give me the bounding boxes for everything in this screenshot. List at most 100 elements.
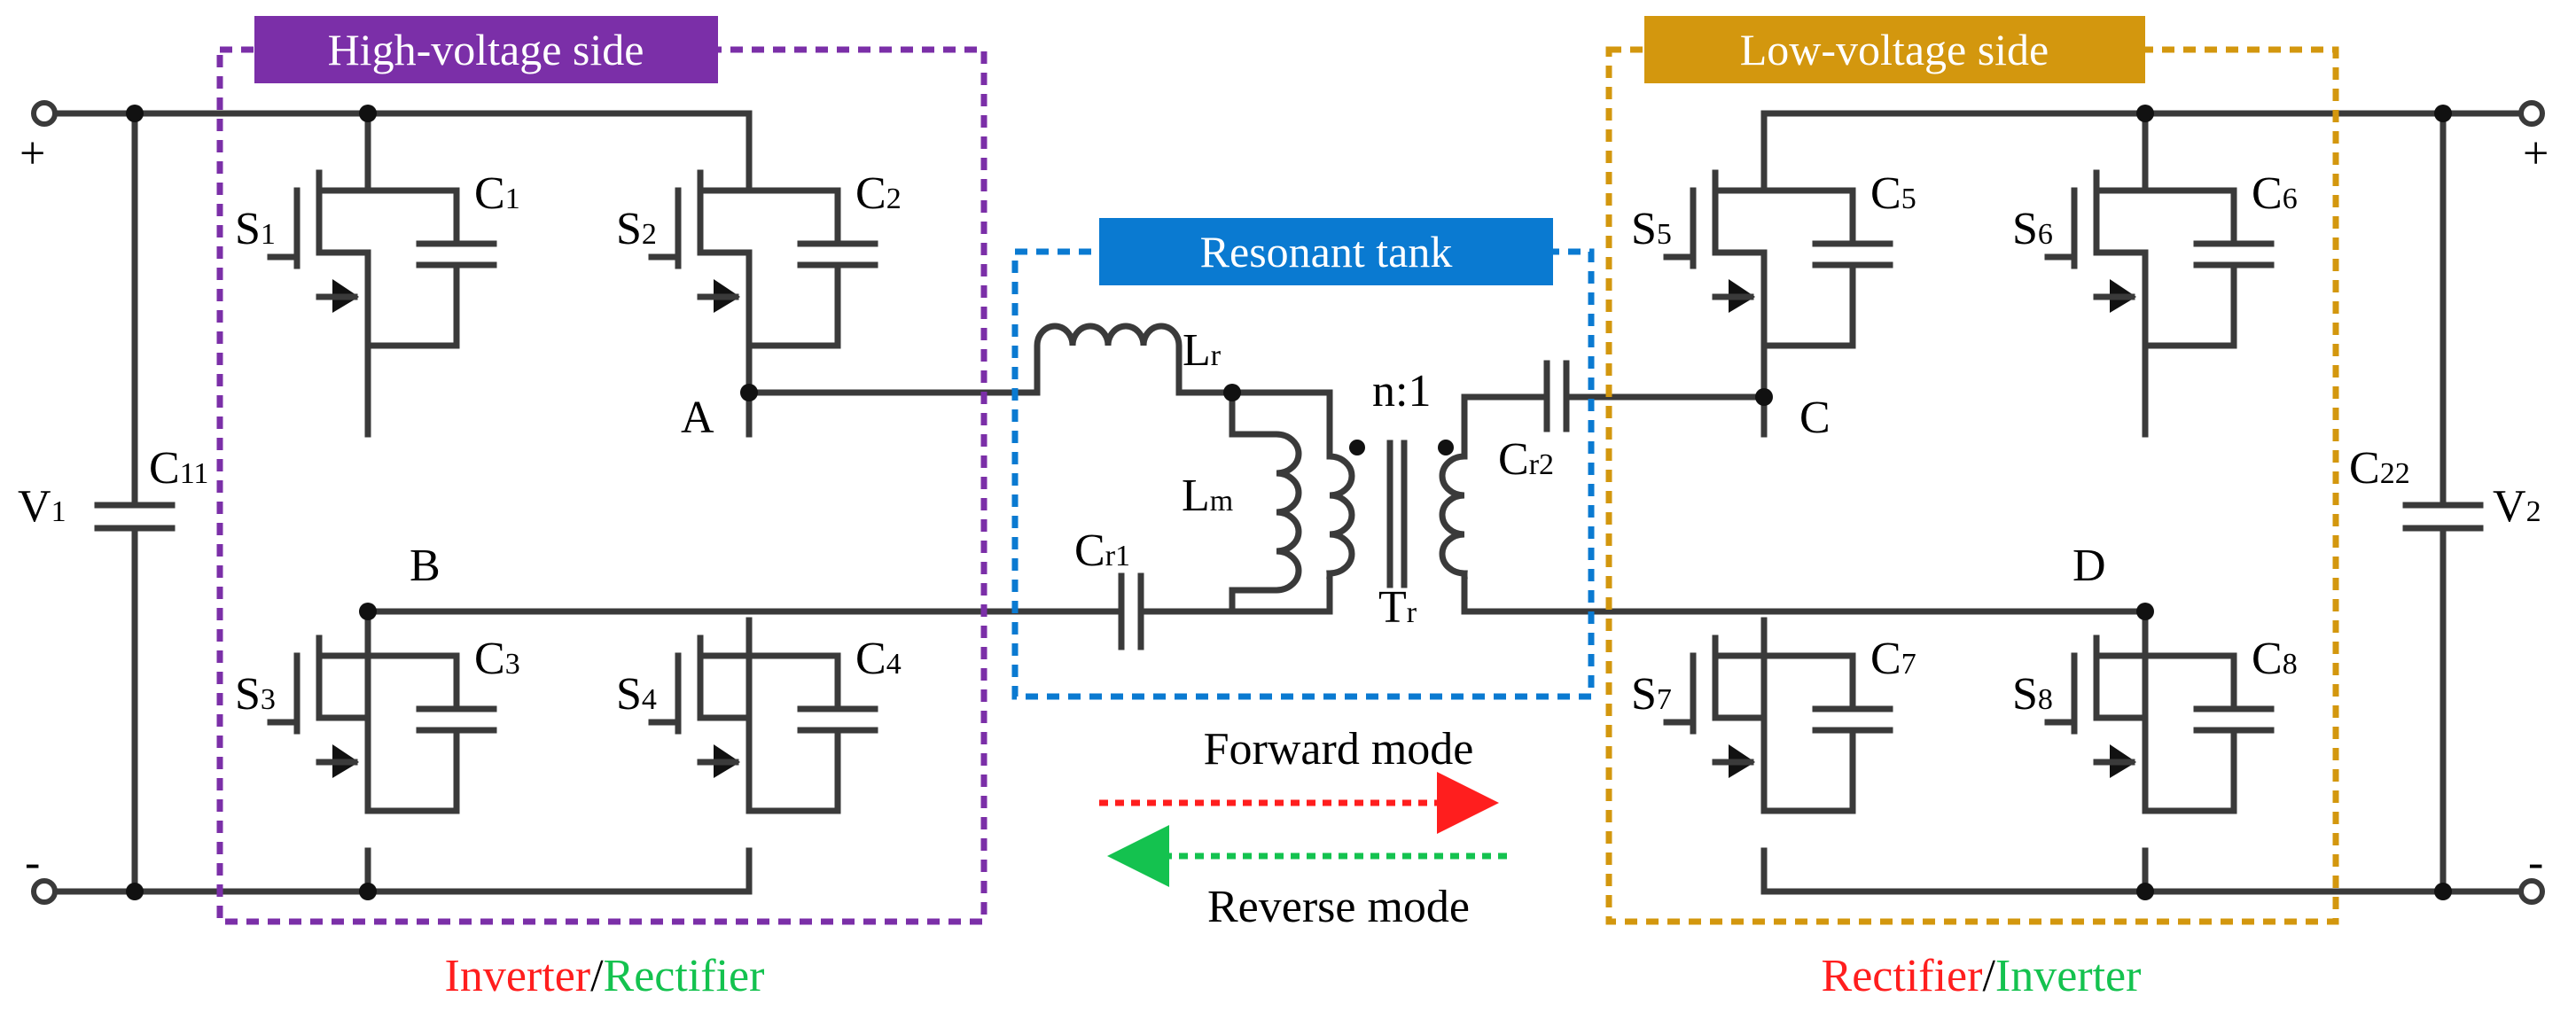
switch-3-label: S3	[235, 669, 276, 720]
secondary-polarity-dot	[1438, 440, 1454, 455]
node-b-label: B	[410, 541, 441, 591]
v2-minus-label: -	[2528, 837, 2543, 888]
switch-8-device	[2093, 617, 2149, 814]
cr2-wire	[1461, 393, 1768, 460]
junction-dot	[126, 883, 144, 900]
reverse-mode-label: Reverse mode	[1207, 882, 1470, 932]
junction-dot	[1223, 384, 1241, 401]
capacitor-5-label: C5	[1870, 168, 1916, 219]
terminals	[31, 100, 2545, 905]
switch-5-label: S5	[1631, 204, 1672, 254]
mode-indicators: Forward mode Reverse mode	[1099, 724, 1507, 932]
tank-section-header: Resonant tank	[1099, 218, 1553, 285]
junction-dot	[2434, 883, 2452, 900]
capacitor-1-label: C1	[474, 168, 520, 219]
junction-dot	[126, 105, 144, 122]
transformer-ratio-label: n:1	[1372, 366, 1431, 416]
tr-label: Tr	[1378, 582, 1417, 633]
v2-plus-label: +	[2523, 128, 2549, 179]
lv-section-header: Low-voltage side	[1644, 16, 2145, 83]
cr2-label: Cr2	[1498, 434, 1554, 485]
switch-4-gate	[648, 652, 682, 735]
switch-5-device	[1712, 152, 1768, 349]
capacitor-6	[2142, 187, 2275, 349]
capacitor-4	[745, 652, 878, 814]
junction-dot	[2136, 603, 2154, 620]
c11-label: C11	[149, 443, 208, 494]
v1-plus-label: +	[20, 128, 45, 179]
capacitor-7	[1760, 652, 1893, 814]
v2-plus-terminal[interactable]	[2518, 100, 2545, 127]
junction-dots	[126, 105, 2452, 900]
switch-2-label: S2	[616, 204, 657, 254]
lm-inductor	[1229, 389, 1333, 615]
capacitor-6-label: C6	[2252, 168, 2298, 219]
transformer-core	[1386, 440, 1408, 588]
primary-polarity-dot	[1349, 440, 1365, 455]
left-role-label: Inverter/Rectifier	[445, 951, 765, 1001]
c22-capacitor	[2402, 110, 2484, 895]
capacitor-2	[745, 187, 878, 349]
v1-minus-label: -	[25, 837, 40, 888]
v1-label: V1	[18, 481, 66, 532]
node-d-wire	[1461, 572, 2149, 615]
v1-minus-terminal[interactable]	[31, 878, 58, 905]
capacitor-4-label: C4	[855, 634, 902, 684]
cr1-label: Cr1	[1074, 525, 1130, 576]
lv-header-bg	[1644, 16, 2145, 83]
switch-2-device	[697, 152, 753, 349]
hv-header-title: High-voltage side	[328, 25, 644, 74]
switch-1-gate	[267, 187, 301, 269]
junction-dot	[2136, 883, 2154, 900]
switch-1-label: S1	[235, 204, 276, 254]
capacitor-7-label: C7	[1870, 634, 1916, 684]
hv-header-bg	[254, 16, 718, 83]
v2-label: V2	[2493, 481, 2541, 532]
capacitor-8-label: C8	[2252, 634, 2298, 684]
lv-header-title: Low-voltage side	[1740, 25, 2049, 74]
capacitor-5	[1760, 187, 1893, 349]
node-a-label: A	[681, 393, 714, 443]
lr-label: Lr	[1183, 325, 1222, 376]
switch-cell-8: S8 C8	[2012, 617, 2298, 814]
switch-3-gate	[267, 652, 301, 735]
capacitor-3	[364, 652, 497, 814]
switch-2-gate	[648, 187, 682, 269]
forward-mode-label: Forward mode	[1204, 724, 1474, 775]
switch-cell-3: S3 C3	[235, 617, 520, 814]
right-role-label: Rectifier/Inverter	[1822, 951, 2142, 1001]
switch-cell-1: S1 C1	[235, 152, 520, 349]
component-labels: + - + - V1 V2 C11 C22 A B C D Lr Lm Cr1 …	[18, 128, 2549, 888]
capacitor-8	[2142, 652, 2275, 814]
node-d-label: D	[2073, 541, 2106, 591]
v1-plus-terminal[interactable]	[31, 100, 58, 127]
switch-7-gate	[1663, 652, 1697, 735]
switch-1-device	[316, 152, 371, 349]
switch-8-label: S8	[2012, 669, 2053, 720]
switch-6-device	[2093, 152, 2149, 349]
switch-6-gate	[2044, 187, 2078, 269]
c22-label: C22	[2349, 443, 2410, 494]
junction-dot	[2434, 105, 2452, 122]
tank-header-bg	[1099, 218, 1553, 285]
lr-inductor	[1034, 323, 1333, 460]
switch-cell-6: S6 C6	[2012, 152, 2298, 349]
junction-dot	[359, 105, 377, 122]
switch-3-device	[316, 617, 371, 814]
switch-4-device	[697, 617, 753, 814]
junction-dot	[359, 603, 377, 620]
hv-section-header: High-voltage side	[254, 16, 718, 83]
switch-6-label: S6	[2012, 204, 2053, 254]
tank-header-title: Resonant tank	[1200, 227, 1453, 276]
junction-dot	[359, 883, 377, 900]
transformer-primary	[1326, 453, 1355, 580]
v2-minus-terminal[interactable]	[2518, 878, 2545, 905]
transformer-secondary	[1439, 453, 1468, 580]
main-wiring	[46, 110, 2530, 895]
capacitor-3-label: C3	[474, 634, 520, 684]
junction-dot	[2136, 105, 2154, 122]
